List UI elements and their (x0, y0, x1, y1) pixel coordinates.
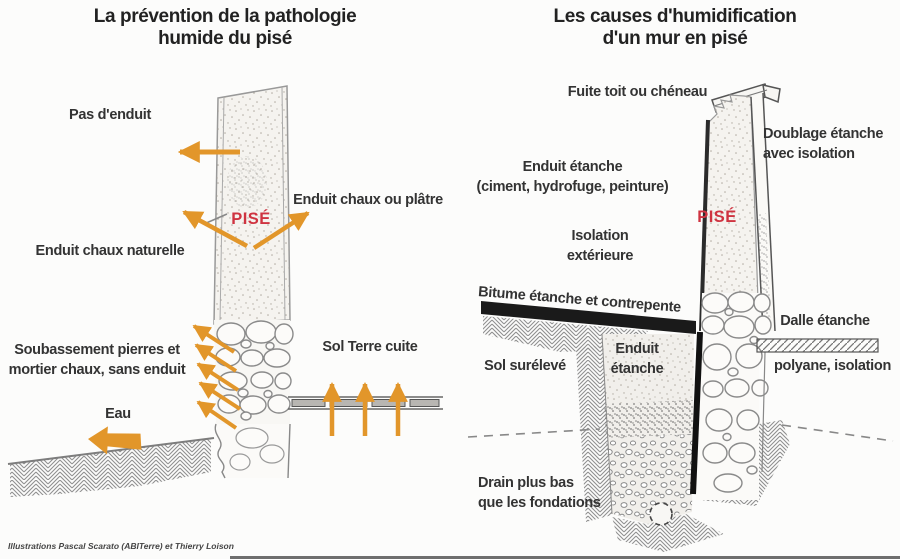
label-polyane: polyane, isolation (773, 358, 892, 374)
left-ground-hatch (10, 439, 211, 497)
label-stone-base: Soubassement pierres et mortier chaux, s… (2, 340, 192, 380)
label-sealed-render: Enduit étanche (ciment, hydrofuge, peint… (470, 157, 675, 197)
right-stone-foundation (696, 291, 772, 500)
label-sealed-render-below-line1: Enduit (615, 341, 659, 357)
label-stone-base-line2: mortier chaux, sans enduit (8, 362, 186, 378)
left-pise-label: PISÉ (231, 210, 271, 228)
label-ext-insulation-line1: Isolation (571, 228, 629, 244)
ground-level-dashes (467, 424, 894, 442)
label-ext-insulation: Isolation extérieure (550, 226, 650, 266)
label-drain-line1: Drain plus bas (478, 475, 574, 491)
credit-line: Illustrations Pascal Scarato (ABITerre) … (8, 541, 234, 551)
drain-trench (601, 333, 694, 526)
label-sealed-render-below-line2: étanche (610, 361, 664, 377)
label-roof-leak: Fuite toit ou chéneau (567, 84, 708, 100)
label-terracotta-floor: Sol Terre cuite (322, 339, 418, 355)
left-wall-foot (214, 423, 291, 479)
left-ground-line (7, 437, 215, 465)
label-ext-insulation-line2: extérieure (566, 248, 634, 264)
label-raised-floor: Sol surélevé (484, 358, 566, 374)
label-stone-base-line1: Soubassement pierres et (14, 342, 180, 358)
buried-sealed-render (690, 331, 703, 495)
right-diagram (467, 83, 894, 552)
label-water: Eau (105, 406, 131, 422)
right-title-line2: d'un mur en pisé (602, 28, 748, 50)
left-title: La prévention de la pathologie humide du… (0, 6, 450, 51)
left-stone-base (214, 320, 294, 424)
label-sealed-render-line2: (ciment, hydrofuge, peinture) (476, 179, 669, 195)
label-natural-lime: Enduit chaux naturelle (35, 243, 185, 259)
label-lining-line2: avec isolation (763, 146, 855, 162)
left-title-line1: La prévention de la pathologie (93, 6, 357, 27)
label-lining: Doublage étanche avec isolation (763, 124, 893, 164)
label-lining-line1: Doublage étanche (763, 126, 884, 142)
floor-breathing-arrows (322, 382, 408, 436)
bottom-bar (230, 556, 900, 559)
base-evaporation-arrows (192, 324, 242, 430)
water-flow-arrow-icon (88, 426, 142, 455)
left-pise-wall (203, 85, 291, 325)
left-diagram (7, 85, 443, 497)
label-sealed-render-below: Enduit étanche (604, 339, 670, 379)
label-drain-line2: que les fondations (478, 495, 601, 511)
left-title-line2: humide du pisé (158, 28, 292, 50)
right-title-line1: Les causes d'humidification (553, 6, 797, 27)
label-sealed-render-line1: Enduit étanche (522, 159, 623, 175)
vapour-escape-arrows (177, 140, 310, 250)
label-drain: Drain plus bas que les fondations (478, 473, 618, 513)
bitumen-band (481, 301, 696, 334)
sealed-slab (756, 338, 879, 353)
label-sealed-slab: Dalle étanche (780, 313, 870, 329)
right-title: Les causes d'humidification d'un mur en … (450, 6, 900, 51)
right-pise-label: PISÉ (697, 208, 737, 226)
foundation-inner-edge (761, 351, 766, 473)
right-pise-wall (699, 94, 760, 332)
drain-pipe-icon (649, 502, 673, 526)
label-lime-or-plaster: Enduit chaux ou plâtre (293, 192, 443, 208)
label-no-render: Pas d'enduit (68, 107, 152, 123)
